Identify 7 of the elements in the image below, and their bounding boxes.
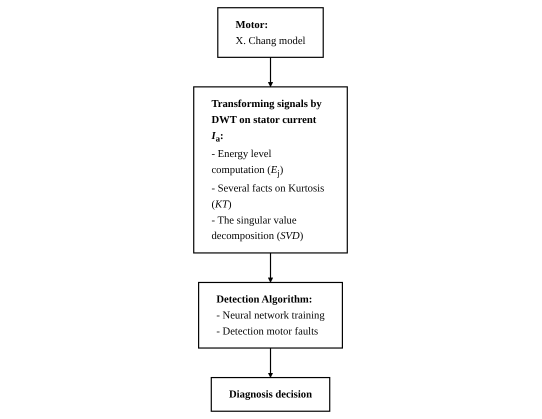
arrow xyxy=(268,57,274,88)
node-box: Detection Algorithm: - Neural network training - Detection motor faults xyxy=(198,282,344,349)
node-box: Diagnosis decision xyxy=(211,377,331,412)
node-box: Motor: X. Chang model xyxy=(218,7,324,58)
arrow xyxy=(268,348,274,378)
arrow xyxy=(268,252,274,283)
node-box: Transforming signals by DWT on stator current I$_{a}$: - Energy level computation (E$_{j}$) - Several facts on Kurtosis (KT) - The singular value decomposition (SVD) xyxy=(194,86,348,254)
